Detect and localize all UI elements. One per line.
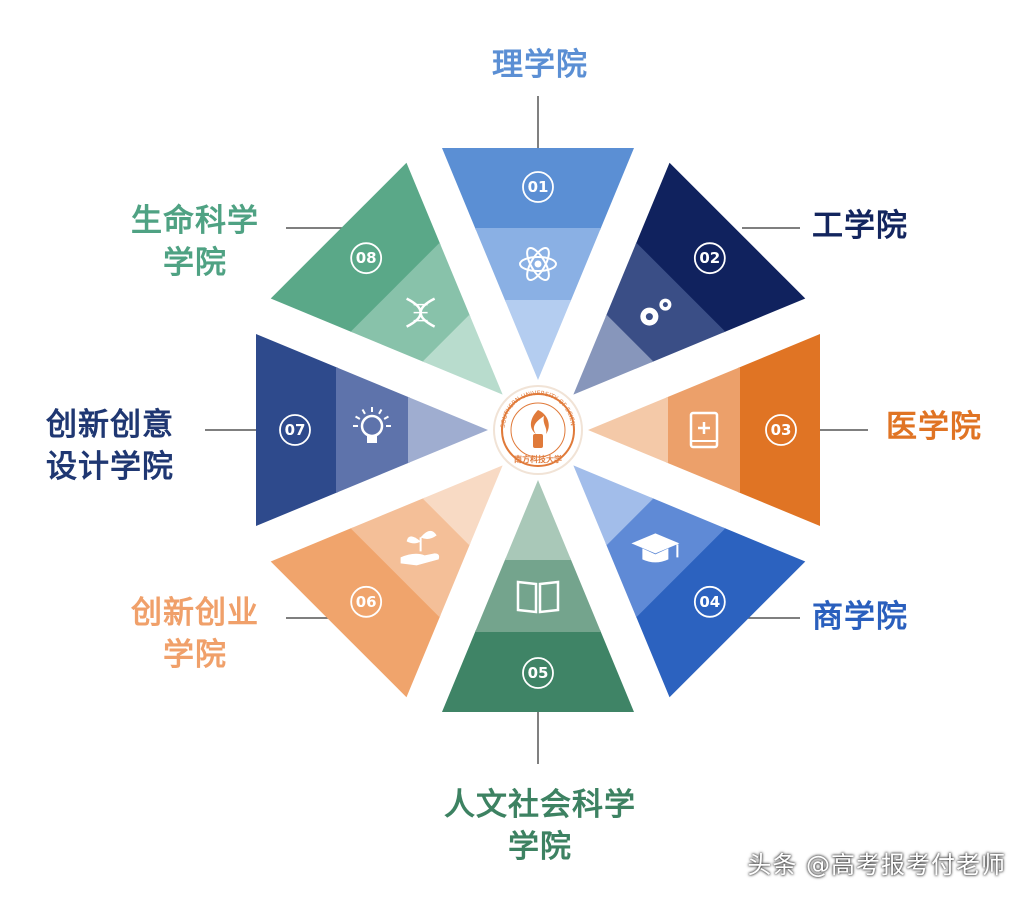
open-book-icon (516, 580, 560, 614)
label-college-04: 商学院 (812, 596, 992, 638)
segment-band (270, 496, 472, 698)
segment-number: 06 (356, 593, 377, 611)
label-college-07: 创新创意设计学院 (30, 404, 190, 488)
segment-band (371, 263, 503, 395)
segment-number: 07 (285, 421, 306, 439)
torch-flame-icon (530, 410, 549, 434)
segment-band (256, 334, 338, 526)
label-college-01: 理学院 (440, 44, 640, 86)
label-line: 学院 (163, 245, 227, 281)
dna-icon (406, 297, 436, 328)
label-college-03: 医学院 (886, 406, 1016, 448)
segment-number: 08 (356, 249, 377, 267)
label-line: 创新创业 (131, 595, 259, 631)
segment-band (604, 162, 806, 364)
segment-number: 02 (699, 249, 720, 267)
gears-icon (640, 298, 672, 326)
segment-number-badge: 08 (350, 242, 383, 275)
segment-number-badge: 03 (765, 414, 797, 446)
segment-number-badge: 01 (522, 171, 554, 203)
label-line: 人文社会科学 (444, 787, 636, 823)
sprout-hand-icon (400, 530, 440, 566)
logo-name-text: 南方科技大学 (514, 454, 562, 464)
label-line: 理学院 (492, 47, 588, 83)
segment-band (442, 148, 634, 230)
label-line: 学院 (163, 637, 227, 673)
segment-band (371, 465, 503, 597)
segment-number: 04 (699, 593, 720, 611)
label-line: 医学院 (886, 409, 982, 445)
segment-number: 03 (771, 421, 792, 439)
label-college-05: 人文社会科学学院 (380, 784, 700, 868)
label-college-06: 创新创业学院 (110, 592, 280, 676)
connector-lines (205, 96, 868, 764)
segment-number-badge: 07 (279, 414, 311, 446)
watermark: 头条 @高考报考付老师 (747, 851, 1006, 879)
medical-book-icon (689, 411, 719, 449)
graduation-cap-icon (631, 533, 680, 563)
label-line: 创新创意 (46, 407, 174, 443)
segment-number: 05 (528, 664, 549, 682)
label-line: 生命科学 (131, 203, 259, 239)
segment-band (573, 263, 705, 395)
segment-number-badge: 06 (350, 585, 383, 618)
segment-number: 01 (528, 178, 549, 196)
label-line: 工学院 (812, 208, 908, 244)
segment-number-badge: 04 (693, 585, 726, 618)
segment-band (270, 162, 472, 364)
label-line: 学院 (508, 829, 572, 865)
segment-band (604, 496, 806, 698)
segment-band (738, 334, 820, 526)
label-line: 商学院 (812, 599, 908, 635)
atom-icon (519, 247, 557, 281)
segment-band (573, 465, 705, 597)
label-college-02: 工学院 (812, 205, 992, 247)
segment-number-badge: 05 (522, 657, 554, 689)
lightbulb-icon (353, 407, 391, 443)
segment-band (442, 630, 634, 712)
label-college-08: 生命科学学院 (110, 200, 280, 284)
label-line: 设计学院 (46, 449, 174, 485)
segment-number-badge: 02 (693, 242, 726, 275)
